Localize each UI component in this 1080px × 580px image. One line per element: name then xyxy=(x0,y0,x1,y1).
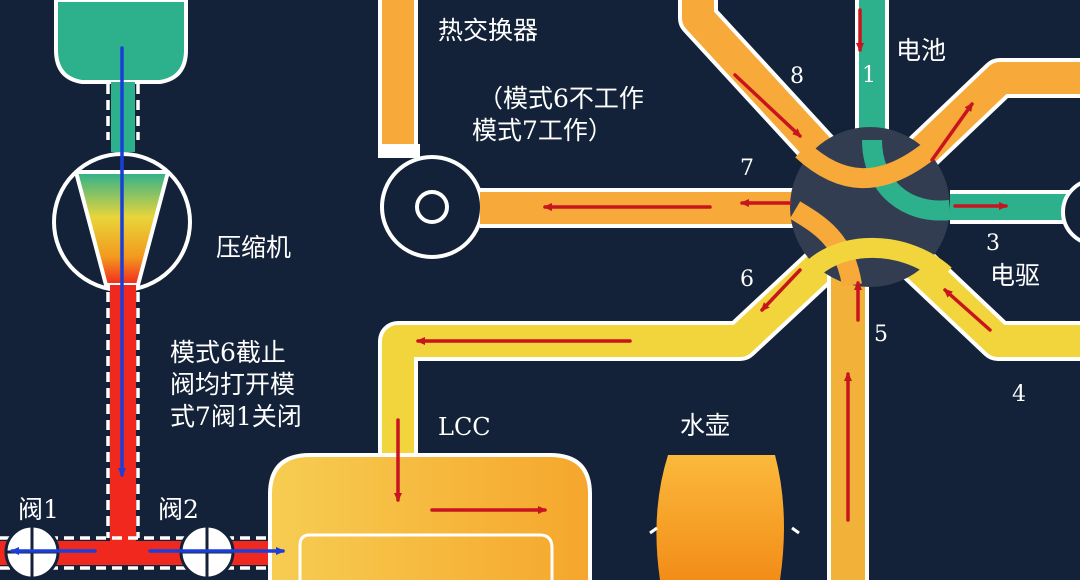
heat-exchanger-note-line2: 模式7工作） xyxy=(472,116,613,145)
motor-drive-label: 电驱 xyxy=(990,261,1041,290)
multiway-valve xyxy=(789,127,952,291)
pipe-8 xyxy=(678,0,885,219)
port-number-6: 6 xyxy=(740,267,754,292)
valve1-label: 阀1 xyxy=(18,495,59,524)
port-number-8: 8 xyxy=(790,64,804,89)
mode-note-line3: 式7阀1关闭 xyxy=(170,402,302,431)
arrow-pipe4 xyxy=(943,288,992,332)
heat-exchanger-label: 热交换器 xyxy=(438,16,539,45)
lcc-block xyxy=(268,453,592,580)
mode-note-line1: 模式6截止 xyxy=(170,338,286,367)
port-number-1: 1 xyxy=(862,63,876,88)
port-number-3: 3 xyxy=(986,231,1000,256)
port-number-5: 5 xyxy=(874,322,888,347)
arrow-pipe2 xyxy=(930,102,974,162)
kettle-label: 水壶 xyxy=(680,411,731,440)
port-number-4: 4 xyxy=(1012,382,1026,407)
kettle xyxy=(649,455,800,580)
mode-note-line2: 阀均打开模 xyxy=(170,370,296,399)
flow-arrows xyxy=(10,8,1008,555)
heat-exchanger xyxy=(378,0,484,259)
battery-label: 电池 xyxy=(896,36,947,65)
heat-exchanger-note-line1: （模式6不工作 xyxy=(478,84,644,113)
valve2-label: 阀2 xyxy=(158,495,199,524)
arrow-pipe6-diag xyxy=(760,268,802,312)
arrow-pipe8 xyxy=(733,73,802,138)
compressor-label: 压缩机 xyxy=(216,233,292,262)
port-number-7: 7 xyxy=(740,156,754,181)
lcc-label: LCC xyxy=(438,413,491,441)
